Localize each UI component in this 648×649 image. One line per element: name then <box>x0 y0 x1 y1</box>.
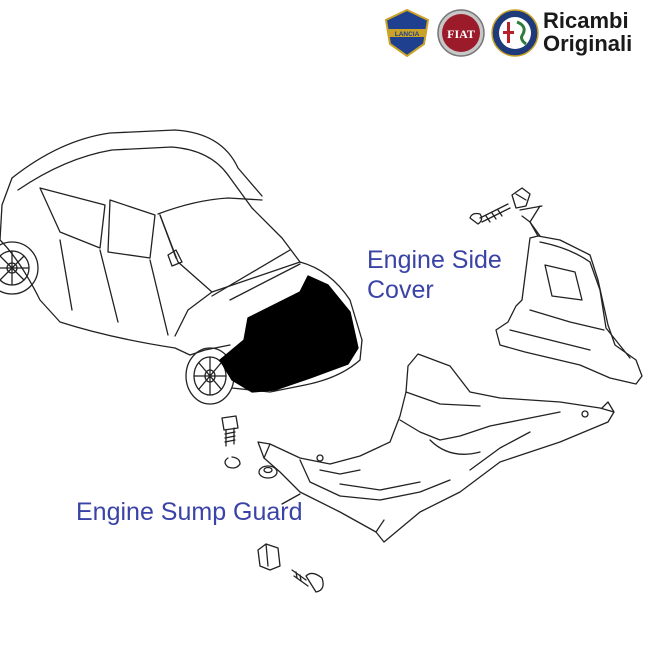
engine-side-cover-label: Engine Side Cover <box>367 245 502 305</box>
mounting-bolt-left <box>221 415 239 447</box>
alfa-romeo-logo <box>490 8 540 58</box>
screw <box>291 569 324 593</box>
leader-line <box>519 205 543 211</box>
engine-side-cover-label-line1: Engine Side <box>367 246 502 274</box>
highlighted-underbody <box>219 275 359 393</box>
washer <box>258 465 278 479</box>
leader-line-2 <box>529 205 541 237</box>
sump-leader-line <box>281 493 301 505</box>
lancia-logo-text: LANCIA <box>395 31 420 38</box>
engine-side-cover <box>495 215 643 385</box>
push-clip <box>511 187 531 209</box>
engine-sump-guard <box>257 353 615 543</box>
fiat-logo: FIAT <box>436 8 486 58</box>
brand-title-line1: Ricambi <box>543 8 629 33</box>
lancia-logo: LANCIA <box>382 8 432 58</box>
mounting-bolt <box>469 203 511 225</box>
brand-title: Ricambi Originali <box>543 9 632 55</box>
bottom-clip <box>257 543 281 571</box>
engine-sump-guard-label: Engine Sump Guard <box>76 498 303 526</box>
engine-side-cover-label-line2: Cover <box>367 276 434 304</box>
brand-header: LANCIA FIAT Ricambi Originali <box>382 8 644 60</box>
retaining-clip <box>224 456 241 469</box>
brand-title-line2: Originali <box>543 31 633 56</box>
fiat-logo-text: FIAT <box>447 27 475 41</box>
